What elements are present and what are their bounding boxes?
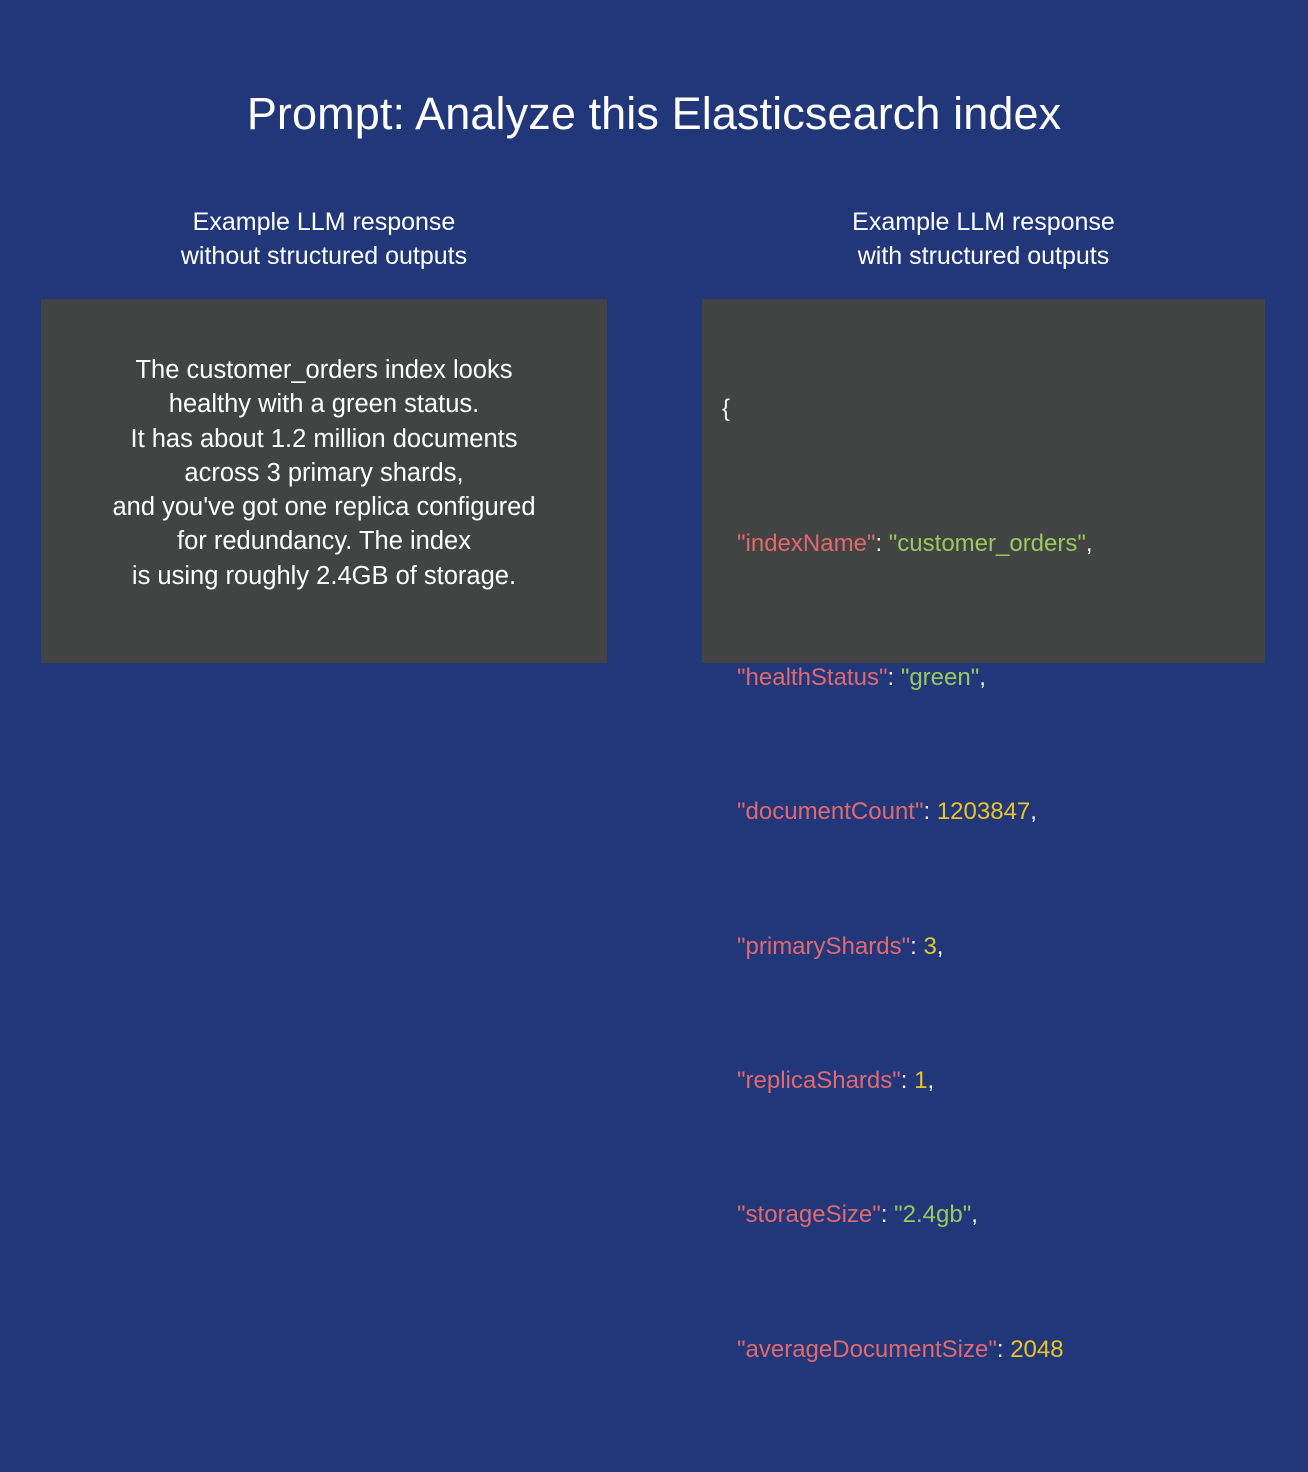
prose-line: is using roughly 2.4GB of storage.	[131, 561, 517, 590]
json-colon: :	[875, 529, 889, 557]
right-heading-line-1: Example LLM response	[852, 208, 1115, 236]
json-value: 1	[914, 1067, 928, 1095]
unstructured-response-text: The customer_orders index looks healthy …	[112, 353, 535, 593]
json-key: "primaryShards"	[737, 932, 911, 960]
json-value: "green"	[900, 663, 980, 691]
json-entry-row: "primaryShards": 3,	[722, 930, 1265, 964]
prose-line: and you've got one replica configured	[112, 493, 536, 522]
json-comma: ,	[927, 1067, 935, 1095]
json-key: "storageSize"	[737, 1201, 881, 1229]
json-comma: ,	[1030, 798, 1037, 826]
json-open-brace: {	[722, 395, 731, 423]
json-value: 3	[923, 932, 937, 960]
json-colon: :	[887, 663, 901, 691]
json-colon: :	[996, 1335, 1011, 1363]
column-structured: Example LLM response with structured out…	[702, 205, 1265, 1472]
slide-root: Prompt: Analyze this Elasticsearch index…	[0, 88, 1308, 1472]
json-close-brace-line: }	[722, 1467, 1265, 1472]
left-column-heading: Example LLM response without structured …	[41, 205, 607, 273]
comparison-columns: Example LLM response without structured …	[0, 205, 1308, 1472]
unstructured-response-card: The customer_orders index looks healthy …	[41, 299, 607, 663]
json-key: "averageDocumentSize"	[737, 1335, 997, 1363]
json-comma: ,	[1085, 529, 1093, 557]
prose-line: across 3 primary shards,	[184, 458, 464, 487]
json-colon: :	[923, 798, 937, 826]
json-entry-row: "storageSize": "2.4gb",	[722, 1198, 1265, 1232]
json-key: "replicaShards"	[737, 1067, 901, 1095]
json-entry-row: "healthStatus": "green",	[722, 661, 1265, 695]
json-colon: :	[880, 1201, 895, 1229]
prose-line: healthy with a green status.	[168, 390, 480, 419]
prose-line: It has about 1.2 million documents	[130, 424, 518, 453]
json-value: "2.4gb"	[894, 1201, 972, 1229]
right-column-heading: Example LLM response with structured out…	[702, 205, 1265, 273]
json-colon: :	[910, 932, 924, 960]
json-open-brace-line: {	[722, 392, 1265, 426]
json-key: "healthStatus"	[737, 663, 888, 691]
json-key: "documentCount"	[737, 798, 924, 826]
left-heading-line-2: without structured outputs	[180, 242, 468, 270]
json-code-block: { "indexName": "customer_orders", "healt…	[722, 325, 1265, 1472]
json-entry-row: "averageDocumentSize": 2048	[722, 1333, 1265, 1367]
prose-line: The customer_orders index looks	[135, 355, 513, 384]
json-colon: :	[900, 1067, 915, 1095]
json-close-brace: }	[722, 1470, 730, 1472]
json-value: 2048	[1010, 1335, 1064, 1363]
prose-line: for redundancy. The index	[177, 527, 471, 556]
column-unstructured: Example LLM response without structured …	[41, 205, 607, 663]
json-value: 1203847	[936, 798, 1031, 826]
json-entry-row: "documentCount": 1203847,	[722, 795, 1265, 829]
json-value: "customer_orders"	[888, 529, 1086, 557]
left-heading-line-1: Example LLM response	[192, 208, 456, 236]
page-title: Prompt: Analyze this Elasticsearch index	[246, 88, 1062, 140]
json-entry-row: "indexName": "customer_orders",	[722, 527, 1265, 561]
json-comma: ,	[971, 1201, 978, 1229]
json-comma: ,	[979, 663, 986, 691]
json-comma: ,	[936, 932, 944, 960]
json-entry-row: "replicaShards": 1,	[722, 1064, 1265, 1098]
right-heading-line-2: with structured outputs	[857, 242, 1110, 270]
json-key: "indexName"	[737, 529, 876, 557]
structured-response-card: { "indexName": "customer_orders", "healt…	[702, 299, 1265, 1472]
